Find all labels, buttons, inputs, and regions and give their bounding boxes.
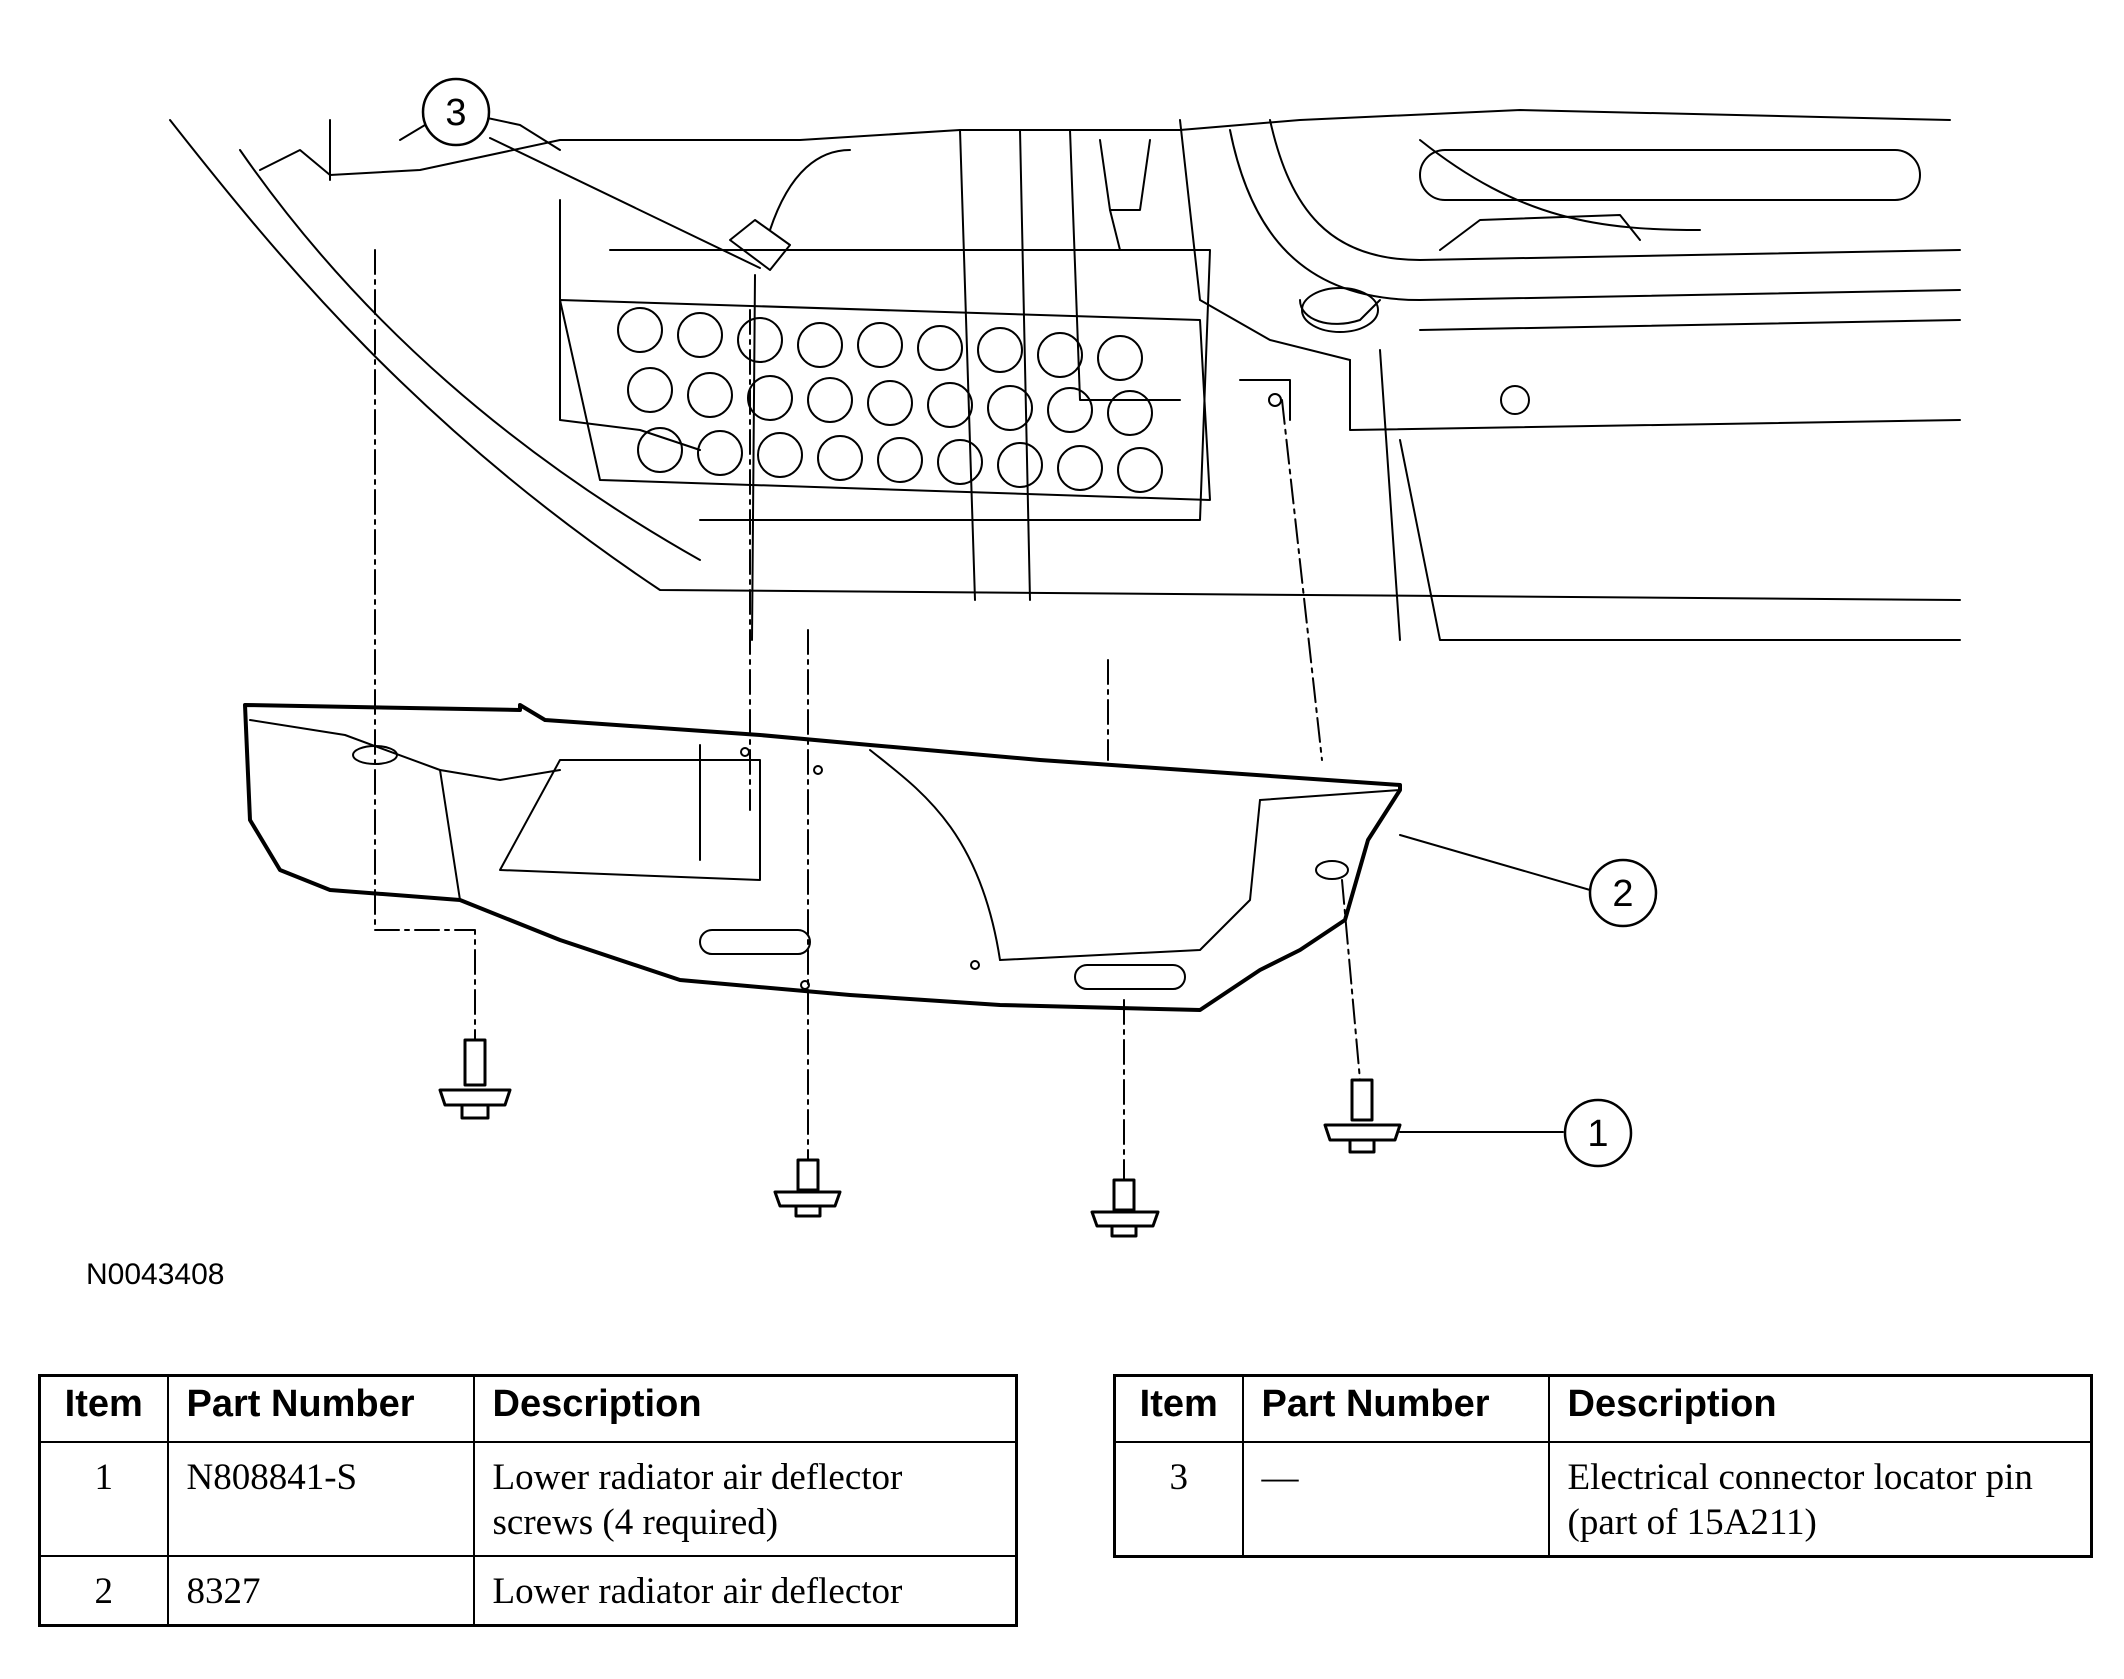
header-part-number: Part Number <box>166 1374 475 1443</box>
screw-fasteners <box>438 1038 1402 1238</box>
callout-2-label: 2 <box>1612 873 1633 915</box>
screw-1 <box>438 1038 512 1120</box>
table-row: 3 — Electrical connector locator pin (pa… <box>1113 1441 2093 1558</box>
table-header-row: Item Part Number Description <box>38 1374 1018 1443</box>
vehicle-frame-structure <box>169 109 1961 641</box>
header-item: Item <box>38 1374 169 1443</box>
callout-2: 2 <box>1588 858 1658 928</box>
header-description: Description <box>1547 1374 2093 1443</box>
figure-id: N0043408 <box>86 1258 225 1291</box>
callout-1: 1 <box>1563 1098 1633 1168</box>
alignment-lines <box>374 249 1361 1181</box>
screw-4 <box>1323 1078 1402 1154</box>
table-row: 2 8327 Lower radiator air deflector <box>38 1555 1018 1627</box>
radiator-core <box>559 299 1211 501</box>
connector-locator-pin <box>729 149 851 641</box>
callout-3: 3 <box>421 77 491 147</box>
callout-leader-lines <box>489 137 1591 1133</box>
header-item: Item <box>1113 1374 1244 1443</box>
cell-item: 3 <box>1113 1441 1244 1558</box>
cell-part-number: — <box>1241 1441 1550 1558</box>
cell-item: 1 <box>38 1441 169 1557</box>
exploded-view-illustration: 3 2 1 <box>169 77 1961 1238</box>
screw-2 <box>773 1158 842 1218</box>
screw-3 <box>1090 1178 1160 1238</box>
cell-part-number: 8327 <box>166 1555 475 1627</box>
parts-table-right: Item Part Number Description 3 — Electri… <box>1113 1374 2093 1558</box>
callout-3-label: 3 <box>445 92 466 134</box>
air-deflector-panel <box>243 703 1402 1012</box>
cell-part-number: N808841-S <box>166 1441 475 1557</box>
callout-1-label: 1 <box>1587 1113 1608 1155</box>
header-part-number: Part Number <box>1241 1374 1550 1443</box>
cell-description: Electrical connector locator pin (part o… <box>1547 1441 2093 1558</box>
cell-item: 2 <box>38 1555 169 1627</box>
table-row: 1 N808841-S Lower radiator air deflector… <box>38 1441 1018 1557</box>
cell-description: Lower radiator air deflector <box>472 1555 1018 1627</box>
table-header-row: Item Part Number Description <box>1113 1374 2093 1443</box>
cell-description: Lower radiator air deflector screws (4 r… <box>472 1441 1018 1557</box>
header-description: Description <box>472 1374 1018 1443</box>
parts-table-left: Item Part Number Description 1 N808841-S… <box>38 1374 1018 1627</box>
